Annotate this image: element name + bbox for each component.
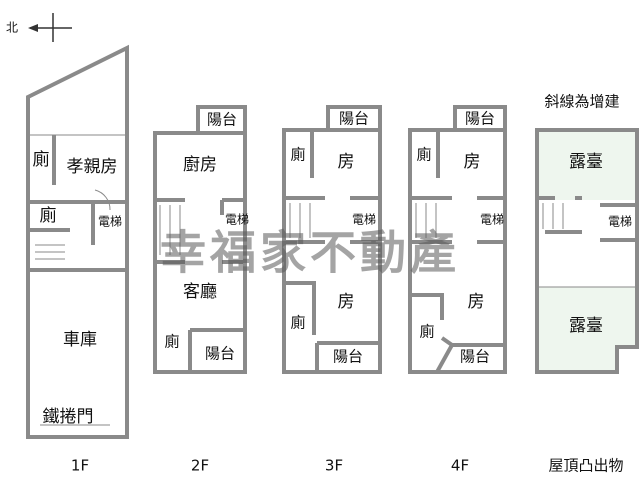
room-label: 房 bbox=[464, 152, 481, 172]
room-label: 露臺 bbox=[569, 152, 603, 172]
room-label: 廁 bbox=[416, 146, 431, 164]
roof-plan bbox=[535, 128, 639, 374]
room-label: 廁 bbox=[290, 314, 305, 332]
floor-label: 1F bbox=[71, 457, 89, 475]
room-label: 廁 bbox=[40, 205, 57, 226]
north-label: 北 bbox=[6, 21, 18, 35]
room-label: 露臺 bbox=[569, 316, 603, 336]
room-label: 電梯 bbox=[98, 215, 122, 229]
room-label: 車庫 bbox=[63, 330, 97, 350]
room-label: 陽台 bbox=[205, 345, 235, 363]
room-label: 廁 bbox=[33, 149, 50, 170]
room-label: 房 bbox=[338, 152, 355, 172]
floor-1f-plan bbox=[26, 44, 129, 439]
room-label: 電梯 bbox=[480, 213, 504, 227]
floor-label: 2F bbox=[191, 457, 209, 475]
room-label: 陽台 bbox=[339, 110, 369, 128]
floor-4f-plan bbox=[408, 105, 507, 374]
room-label: 房 bbox=[468, 292, 485, 312]
room-label: 陽台 bbox=[465, 110, 495, 128]
room-label: 鐵捲門 bbox=[43, 407, 94, 427]
floor-label: 3F bbox=[325, 457, 343, 475]
room-label: 客廳 bbox=[183, 282, 217, 302]
watermark: 幸福家不動產 bbox=[160, 226, 460, 280]
room-label: 孝親房 bbox=[67, 157, 118, 177]
room-label: 陽台 bbox=[460, 348, 490, 366]
room-label: 廚房 bbox=[183, 154, 217, 175]
room-label: 電梯 bbox=[225, 213, 249, 227]
room-label: 廁 bbox=[290, 146, 305, 164]
north-arrow-icon bbox=[28, 13, 72, 42]
floor-2f-plan bbox=[153, 105, 247, 374]
floor-label: 屋頂凸出物 bbox=[548, 457, 623, 475]
room-label: 陽台 bbox=[333, 348, 363, 366]
floor-3f-plan bbox=[282, 105, 382, 374]
room-label: 廁 bbox=[419, 323, 434, 341]
room-label: 電梯 bbox=[352, 213, 376, 227]
room-label: 電梯 bbox=[608, 215, 632, 229]
floor-label: 4F bbox=[451, 457, 469, 475]
room-label: 陽台 bbox=[207, 111, 237, 129]
room-label: 房 bbox=[338, 292, 355, 312]
legend-note: 斜線為增建 bbox=[544, 93, 619, 111]
room-label: 廁 bbox=[164, 333, 179, 351]
